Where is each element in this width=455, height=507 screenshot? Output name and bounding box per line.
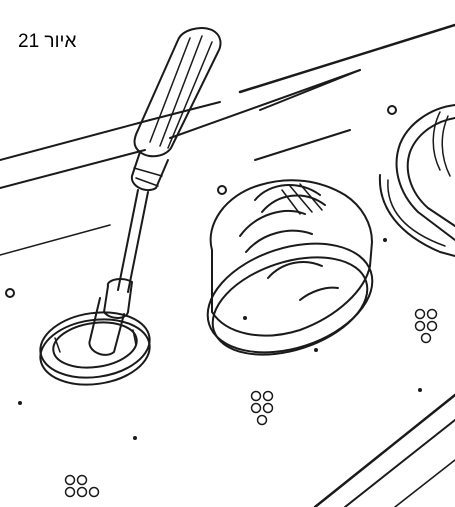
vent-holes <box>64 474 100 498</box>
panel-hole <box>217 185 227 195</box>
panel-front-edge <box>344 419 455 507</box>
control-knob-icon <box>378 104 455 257</box>
panel-edge-line <box>0 224 111 256</box>
panel-edge-line <box>259 69 361 111</box>
panel-front-edge <box>313 393 455 507</box>
panel-hole <box>5 288 15 298</box>
control-knob-icon <box>206 179 374 356</box>
vent-holes <box>250 390 274 426</box>
figure-caption: איור 21 <box>18 31 77 52</box>
screwdriver-icon <box>88 27 222 356</box>
panel-edge-line <box>238 23 455 94</box>
knob-socket <box>39 311 151 386</box>
panel-edge-line <box>0 119 151 161</box>
panel-edge-line <box>254 129 351 161</box>
panel-edge-line <box>149 101 221 121</box>
panel-edge-line <box>0 149 146 189</box>
panel-edge-line <box>169 69 361 139</box>
vent-holes <box>414 308 438 344</box>
panel-hole <box>387 105 397 115</box>
panel-dots <box>18 238 422 440</box>
panel-front-edge <box>394 459 455 507</box>
